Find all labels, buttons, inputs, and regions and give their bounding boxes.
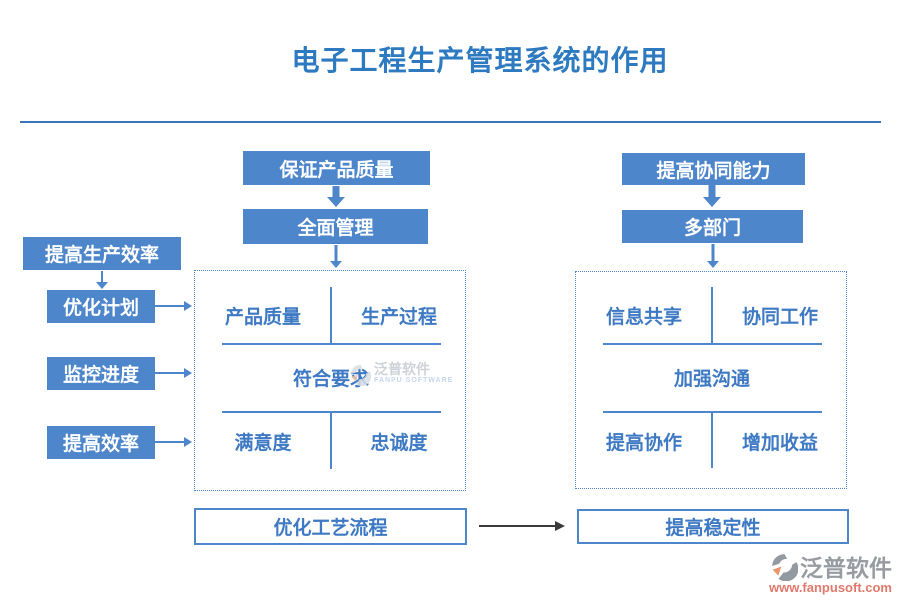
arrow-right-icon	[155, 300, 192, 312]
cell-strengthen-communication: 加强沟通	[673, 368, 750, 390]
watermark-text-block: 泛普软件 FANPU SOFTWARE	[374, 361, 453, 384]
cell-divider-horizontal	[222, 411, 441, 413]
arrow-down-thick-icon	[703, 185, 721, 207]
cell-loyalty: 忠诚度	[370, 432, 428, 454]
fanpu-logo-url: www.fanpusoft.com	[768, 580, 892, 595]
arrow-down-icon	[96, 271, 108, 289]
box-label: 提高协同能力	[656, 160, 771, 182]
box-improve-stability: 提高稳定性	[577, 509, 849, 544]
arrow-right-dark-icon	[479, 520, 565, 532]
box-optimize-planning: 优化计划	[47, 290, 155, 323]
cell-meet-requirements: 符合要求	[292, 368, 369, 390]
cell-collaborative-work: 协同工作	[741, 306, 818, 328]
cell-product-quality: 产品质量	[224, 306, 301, 328]
box-label: 多部门	[683, 218, 741, 239]
cell-increase-revenue: 增加收益	[741, 432, 818, 454]
cell-satisfaction: 满意度	[234, 432, 292, 454]
arrow-down-thick-icon	[327, 186, 345, 207]
box-improve-collaboration-capability: 提高协同能力	[622, 153, 805, 185]
fanpu-logo-icon	[772, 553, 798, 581]
arrow-right-icon	[155, 436, 192, 448]
cell-divider-vertical	[711, 287, 713, 343]
title-divider	[20, 121, 881, 123]
box-label: 优化工艺流程	[273, 518, 388, 539]
fanpu-watermark: 泛普软件 FANPU SOFTWARE	[350, 361, 453, 386]
cell-divider-horizontal	[603, 343, 822, 345]
fanpu-logo: 泛普软件 www.fanpusoft.com	[769, 549, 892, 595]
cell-production-process: 生产过程	[360, 306, 437, 328]
fanpu-logo-row: 泛普软件	[771, 549, 892, 583]
arrow-down-icon	[706, 244, 719, 268]
box-label: 保证产品质量	[279, 159, 394, 181]
box-comprehensive-management: 全面管理	[243, 209, 428, 244]
box-label: 优化计划	[62, 298, 139, 319]
fanpu-watermark-icon	[350, 364, 371, 386]
cell-divider-vertical	[711, 413, 713, 468]
box-optimize-process-flow: 优化工艺流程	[194, 508, 467, 545]
arrow-down-icon	[329, 245, 342, 268]
quality-detail-panel: 产品质量 生产过程 符合要求 满意度 忠诚度 泛普软件 FANPU SOFTWA…	[194, 270, 466, 491]
page-title: 电子工程生产管理系统的作用	[291, 45, 669, 76]
watermark-name: 泛普软件	[374, 361, 430, 377]
box-label: 提高效率	[62, 434, 139, 455]
box-improve-production-efficiency: 提高生产效率	[23, 237, 181, 270]
cell-divider-horizontal	[603, 411, 822, 413]
cell-improve-cooperation: 提高协作	[605, 432, 682, 454]
box-improve-efficiency: 提高效率	[47, 426, 155, 459]
box-label: 提高稳定性	[665, 518, 761, 539]
box-monitor-progress: 监控进度	[47, 357, 155, 390]
cell-divider-vertical	[330, 287, 332, 343]
arrow-right-icon	[155, 367, 192, 379]
watermark-subtext: FANPU SOFTWARE	[374, 377, 454, 384]
cell-divider-horizontal	[222, 343, 441, 345]
box-label: 全面管理	[297, 218, 374, 239]
fanpu-logo-text: 泛普软件	[800, 555, 892, 581]
cell-divider-vertical	[330, 413, 332, 469]
box-label: 提高生产效率	[44, 245, 159, 266]
box-multi-department: 多部门	[622, 210, 803, 243]
collaboration-detail-panel: 信息共享 协同工作 加强沟通 提高协作 增加收益	[575, 271, 847, 489]
box-label: 监控进度	[62, 365, 139, 386]
cell-information-sharing: 信息共享	[605, 306, 682, 328]
box-guarantee-product-quality: 保证产品质量	[243, 151, 430, 185]
